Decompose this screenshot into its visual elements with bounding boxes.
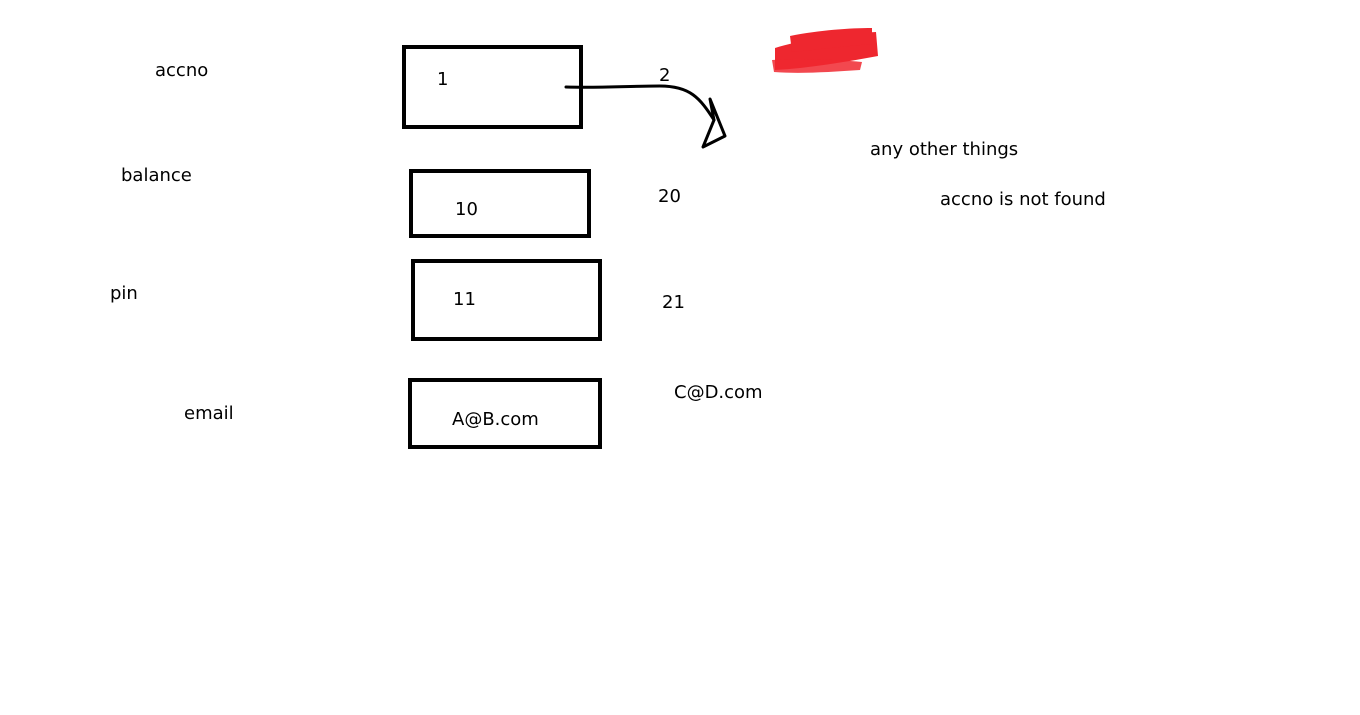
balance-box <box>409 169 591 238</box>
note-accno-not-found: accno is not found <box>940 189 1106 210</box>
arrow-curve <box>564 84 716 122</box>
pin-new-value: 21 <box>662 292 685 313</box>
accno-old-value: 1 <box>437 69 449 90</box>
email-new-value: C@D.com <box>674 382 763 403</box>
accno-new-value: 2 <box>659 65 671 86</box>
balance-old-value: 10 <box>455 199 478 220</box>
note-any-other-things: any other things <box>870 139 1019 160</box>
field-label-accno: accno <box>155 60 209 81</box>
field-label-balance: balance <box>121 165 192 186</box>
field-label-pin: pin <box>110 283 138 304</box>
field-label-email: email <box>184 403 234 424</box>
balance-new-value: 20 <box>658 186 681 207</box>
red-highlight-mark <box>772 28 878 73</box>
pin-old-value: 11 <box>453 289 476 310</box>
email-old-value: A@B.com <box>452 409 539 430</box>
arrow-head-icon <box>701 97 727 149</box>
email-box <box>408 378 602 449</box>
pin-box <box>411 259 602 341</box>
accno-box <box>402 45 583 129</box>
